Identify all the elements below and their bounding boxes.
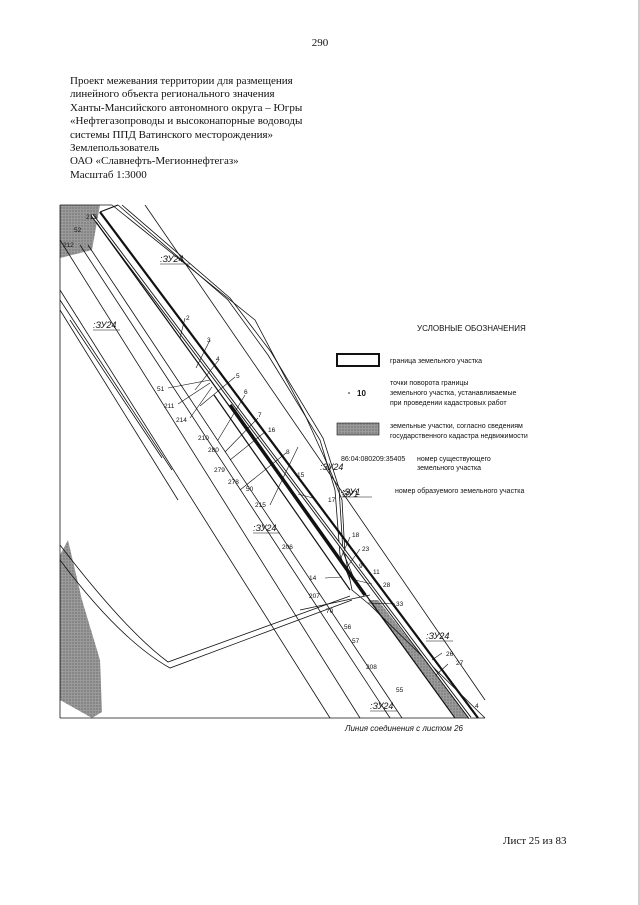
pipeline-corridor [228, 403, 367, 597]
point-number: 57 [352, 638, 360, 645]
point-number: 27 [456, 660, 464, 667]
point-number: 23 [362, 546, 370, 553]
point-number: 14 [309, 575, 317, 582]
parcel-label: :ЗУ24 [426, 631, 449, 641]
parcel-label: :ЗУ24 [93, 320, 116, 330]
point-number: 33 [396, 601, 404, 608]
legend-boundary-text: граница земельного участка [390, 358, 482, 365]
legend-point-sample: 10 [357, 389, 366, 398]
legend-title: УСЛОВНЫЕ ОБОЗНАЧЕНИЯ [417, 324, 526, 333]
parcel-label: :ЗУ24 [160, 254, 183, 264]
point-number: 215 [255, 502, 266, 509]
point-number: 26 [446, 651, 454, 658]
point-number: 28 [383, 582, 391, 589]
point-number: 9 [359, 563, 363, 570]
point-number: 11 [373, 569, 380, 576]
legend-cadastre-text: государственного кадастра недвижимости [390, 433, 528, 440]
point-number: 51 [157, 386, 165, 393]
point-number: 56 [344, 624, 352, 631]
parcel-label: :ЗУ1 [340, 489, 358, 499]
point-number: 7 [258, 412, 262, 419]
legend-existing-text: земельного участка [417, 465, 481, 472]
header-line: Проект межевания территории для размещен… [70, 75, 293, 87]
header-line: Землепользователь [70, 142, 160, 155]
point-number: 70 [326, 608, 334, 615]
point-number: 210 [198, 435, 209, 442]
point-number: 208 [366, 664, 377, 671]
header-line: Масштаб 1:3000 [70, 168, 147, 181]
point-number: 211 [164, 403, 175, 410]
legend-existing-code: 86:04:080209:35405 [341, 456, 405, 463]
sheet-number: Лист 25 из 83 [503, 835, 567, 847]
cadastre-area [60, 540, 102, 718]
point-number: 4 [475, 703, 479, 710]
legend-points-text: точки поворота границы [390, 380, 468, 387]
header-line: ОАО «Славнефть-Мегионнефтегаз» [70, 155, 239, 168]
header-line: Ханты-Мансийского автономного округа – Ю… [70, 101, 303, 114]
point-number: 213 [86, 214, 97, 221]
point-number: 3 [207, 337, 211, 344]
point-number: 17 [328, 497, 336, 504]
header-line: системы ППД Ватинского месторождения» [70, 128, 274, 141]
legend-formed-code: :ЗУ1 [342, 487, 360, 497]
point-number: 52 [74, 227, 82, 234]
page-edge [638, 0, 640, 905]
point-number: 18 [352, 532, 360, 539]
cadastre-area [60, 205, 100, 258]
legend-formed-text: номер образуемого земельного участка [395, 487, 524, 495]
point-number: 279 [214, 467, 225, 474]
point-number: 55 [396, 687, 404, 694]
point-number: 207 [309, 593, 320, 600]
point-number: 8 [286, 449, 290, 456]
point-number: 5 [236, 373, 240, 380]
legend-points-text: при проведении кадастровых работ [390, 399, 507, 407]
point-number: 2 [186, 315, 190, 322]
legend-point-dot [348, 392, 350, 394]
legend-existing-text: номер существующего [417, 456, 491, 463]
legend-points-text: земельного участка, устанавливаемые [390, 390, 516, 397]
legend-cadastre-swatch [336, 422, 380, 436]
point-number: 4 [216, 356, 220, 363]
point-number: 280 [208, 447, 219, 454]
point-number: 6 [244, 389, 248, 396]
point-number: 214 [176, 417, 187, 424]
legend-boundary-swatch [336, 353, 380, 367]
connection-line-caption: Линия соединения с листом 26 [344, 724, 464, 733]
parcel-label: :ЗУ24 [253, 523, 276, 533]
point-number: 212 [63, 242, 74, 249]
point-number: 16 [268, 427, 276, 434]
point-number: 50 [246, 486, 254, 493]
point-number: 206 [282, 544, 293, 551]
document-header: Проект межевания территории для размещен… [70, 75, 302, 182]
legend: УСЛОВНЫЕ ОБОЗНАЧЕНИЯ граница земельного … [336, 324, 528, 498]
point-number: 278 [228, 479, 239, 486]
parcel-label: :ЗУ24 [320, 462, 343, 472]
point-number: 15 [297, 472, 305, 479]
cadastre-area [368, 600, 470, 718]
header-line: «Нефтегазопроводы и высоконапорные водов… [70, 115, 303, 128]
parcel-label: :ЗУ24 [370, 701, 393, 711]
page-number: 290 [311, 37, 329, 49]
legend-cadastre-text: земельные участки, согласно сведениям [390, 423, 523, 430]
header-line: линейного объекта регионального значения [70, 88, 275, 101]
